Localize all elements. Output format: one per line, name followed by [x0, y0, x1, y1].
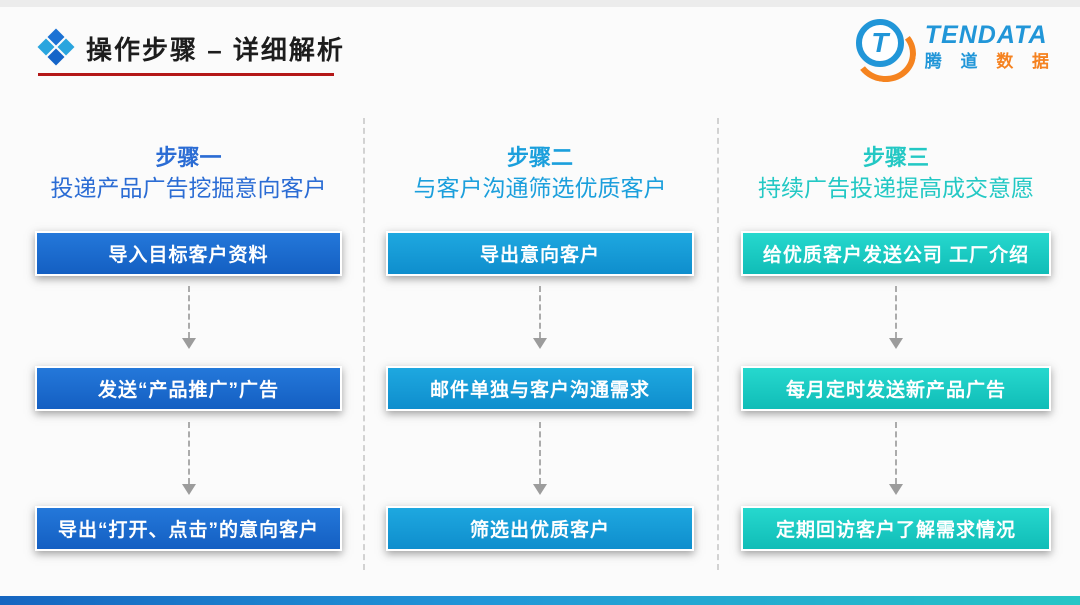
title-underline — [38, 73, 334, 76]
arrow-head — [533, 338, 547, 349]
flow-box: 给优质客户发送公司 工厂介绍 — [741, 231, 1051, 276]
step-column-3: 步骤三 持续广告投递提高成交意愿 给优质客户发送公司 工厂介绍 每月定时发送新产… — [741, 140, 1051, 570]
arrow-shaft — [895, 286, 897, 338]
step-label: 步骤三 — [862, 145, 929, 170]
logo-t-ring: T — [855, 19, 904, 67]
flow-box: 发送“产品推广”广告 — [35, 366, 342, 411]
arrow-shaft — [187, 286, 190, 338]
slide-top-edge — [0, 0, 1080, 7]
down-arrow-icon — [533, 422, 547, 495]
arrow-shaft — [539, 422, 541, 484]
step-label: 步骤二 — [506, 145, 573, 170]
arrow-head — [889, 484, 903, 495]
step-label: 步骤一 — [155, 145, 222, 170]
down-arrow-icon — [889, 286, 903, 349]
down-arrow-icon — [889, 422, 903, 495]
flow-box: 筛选出优质客户 — [386, 506, 694, 551]
arrow-head — [181, 338, 196, 349]
flow-box: 导入目标客户资料 — [35, 231, 342, 276]
down-arrow-icon — [181, 286, 196, 349]
arrow-shaft — [539, 286, 541, 338]
down-arrow-icon — [533, 286, 547, 349]
logo-cn-orange: 数 据 — [996, 51, 1056, 71]
flow-box: 导出意向客户 — [386, 231, 694, 276]
step-column-2: 步骤二 与客户沟通筛选优质客户 导出意向客户 邮件单独与客户沟通需求 筛选出优质… — [386, 140, 694, 570]
page-title: 操作步骤 – 详细解析 — [86, 35, 345, 65]
down-arrow-icon — [181, 422, 196, 495]
logo-cn-blue: 腾 道 — [924, 51, 985, 71]
flow-box: 导出“打开、点击”的意向客户 — [35, 506, 342, 551]
logo-cn-name: 腾 道 数 据 — [925, 52, 1056, 72]
flow-box: 邮件单独与客户沟通需求 — [386, 366, 694, 411]
step-column-1: 步骤一 投递产品广告挖掘意向客户 导入目标客户资料 发送“产品推广”广告 导出“… — [35, 140, 342, 570]
column-divider — [363, 118, 365, 570]
step-subtitle: 与客户沟通筛选优质客户 — [413, 175, 667, 201]
title-diamond-icon — [37, 28, 75, 66]
arrow-shaft — [895, 422, 897, 484]
column-divider — [717, 118, 719, 570]
arrow-shaft — [187, 422, 190, 484]
step-subtitle: 投递产品广告挖掘意向客户 — [50, 175, 327, 201]
flow-box: 定期回访客户了解需求情况 — [741, 506, 1051, 551]
flow-box: 每月定时发送新产品广告 — [741, 366, 1051, 411]
tendata-logo: T TENDATA 腾 道 数 据 — [850, 16, 1056, 87]
footer-gradient-bar — [0, 596, 1080, 605]
arrow-head — [181, 484, 196, 495]
arrow-head — [533, 484, 547, 495]
logo-text: TENDATA 腾 道 数 据 — [925, 21, 1056, 71]
tendata-logo-mark-icon: T — [850, 16, 920, 87]
arrow-head — [889, 338, 903, 349]
step-subtitle: 持续广告投递提高成交意愿 — [758, 175, 1034, 201]
logo-wordmark: TENDATA — [924, 20, 1048, 49]
